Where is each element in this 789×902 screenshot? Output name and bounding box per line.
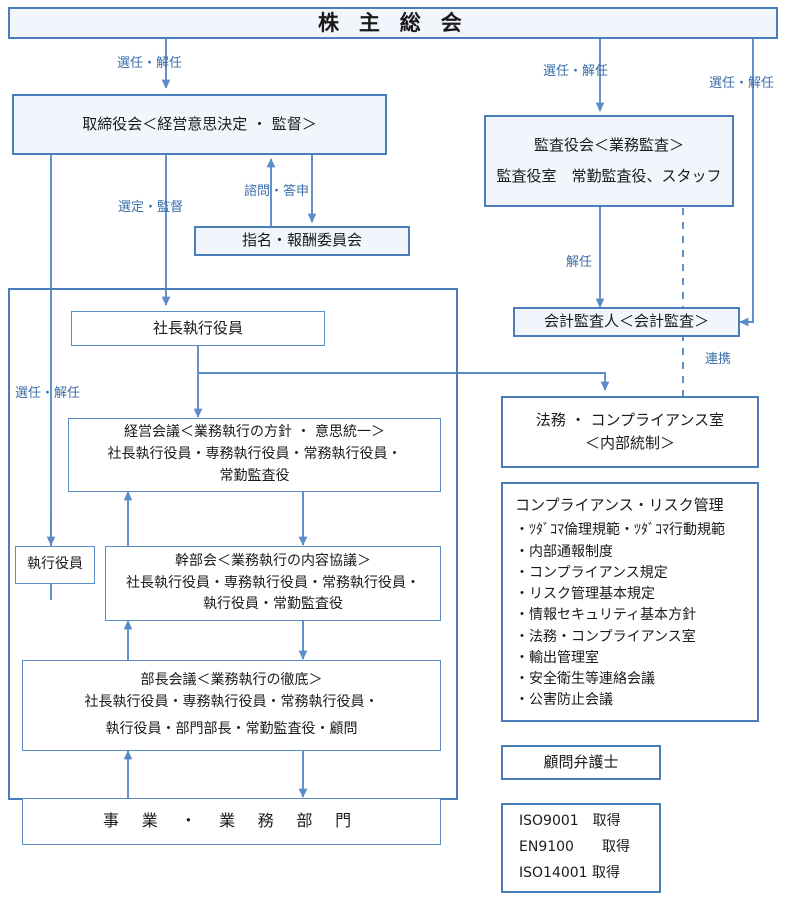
dept-meeting-line2: 社長執行役員・専務執行役員・常務執行役員・ [84,693,379,710]
box-accounting-auditor: 会計監査人＜会計監査＞ [513,307,740,337]
exec-meeting-line2: 社長執行役員・専務執行役員・常務執行役員・ [126,574,420,591]
audit-board-line2: 監査役室 常勤監査役、スタッフ [496,167,722,185]
list-item: ・ﾂﾀﾞｺﾏ倫理規範・ﾂﾀﾞｺﾏ行動規範 [515,522,725,539]
list-item: ・情報セキュリティ基本方針 [515,607,697,624]
list-item: ・内部通報制度 [515,543,613,560]
box-audit-and-supervisory-board: 監査役会＜業務監査＞ 監査役室 常勤監査役、スタッフ [484,115,734,207]
edge-label-appoint-dismiss-right: 選任・解任 [709,76,775,91]
list-item: ・輸出管理室 [515,649,599,666]
panel-compliance-risk-management: コンプライアンス・リスク管理 ・ﾂﾀﾞｺﾏ倫理規範・ﾂﾀﾞｺﾏ行動規範 ・内部通… [501,482,759,722]
list-item: ・リスク管理基本規定 [515,586,655,603]
compliance-panel-heading: コンプライアンス・リスク管理 [515,496,724,514]
nomination-committee-label: 指名・報酬委員会 [241,231,362,250]
box-executive-officer: 執行役員 [15,546,95,584]
dept-meeting-line1: 部長会議＜業務執行の徹底＞ [140,671,323,688]
box-board-of-directors: 取締役会＜経営意思決定 ・ 監督＞ [12,94,387,155]
box-nomination-committee: 指名・報酬委員会 [194,226,410,256]
mgmt-meeting-line3: 常勤監査役 [219,467,290,484]
list-item: ISO9001 取得 [519,813,621,830]
legal-compliance-line2: ＜内部統制＞ [584,434,675,452]
box-management-meeting: 経営会議＜業務執行の方針 ・ 意思統一＞ 社長執行役員・専務執行役員・常務執行役… [68,418,441,492]
list-item: EN9100 取得 [519,839,630,856]
box-president-executive-officer: 社長執行役員 [71,311,325,346]
list-item: ISO14001 取得 [519,864,621,881]
box-senior-executive-meeting: 幹部会＜業務執行の内容協議＞ 社長執行役員・専務執行役員・常務執行役員・ 執行役… [105,546,441,621]
mgmt-meeting-line1: 経営会議＜業務執行の方針 ・ 意思統一＞ [124,424,385,441]
edge-label-appoint-dismiss-mid: 選任・解任 [543,64,609,79]
edge-label-dismiss: 解任 [566,255,593,270]
list-item: ・コンプライアンス規定 [515,564,668,581]
box-advisory-lawyer: 顧問弁護士 [501,745,661,780]
exec-meeting-line3: 執行役員・常勤監査役 [203,596,343,613]
audit-board-line1: 監査役会＜業務監査＞ [533,135,684,154]
board-of-directors-label: 取締役会＜経営意思決定 ・ 監督＞ [82,114,317,133]
list-item: ・法務・コンプライアンス室 [515,628,696,645]
shareholders-meeting-label: 株 主 総 会 [317,10,469,35]
edge-label-appoint-dismiss-left: 選任・解任 [117,56,183,71]
list-item: ・安全衛生等連絡会議 [515,671,655,688]
box-legal-compliance-office: 法務 ・ コンプライアンス室 ＜内部統制＞ [501,396,759,468]
box-shareholders-meeting: 株 主 総 会 [8,7,778,39]
executive-officer-label: 執行役員 [27,556,83,573]
box-department-managers-meeting: 部長会議＜業務執行の徹底＞ 社長執行役員・専務執行役員・常務執行役員・ 執行役員… [22,660,441,751]
edge-label-select-supervise: 選定・監督 [118,200,184,215]
edge-label-appoint-dismiss-exec: 選任・解任 [15,386,81,401]
legal-compliance-line1: 法務 ・ コンプライアンス室 [535,410,725,429]
exec-meeting-line1: 幹部会＜業務執行の内容協議＞ [175,552,371,569]
edge-label-cooperation: 連携 [705,352,732,367]
mgmt-meeting-line2: 社長執行役員・専務執行役員・常務執行役員・ [107,446,402,463]
dept-meeting-line3: 執行役員・部門部長・常勤監査役・顧問 [105,721,358,738]
accounting-auditor-label: 会計監査人＜会計監査＞ [543,312,709,331]
box-business-divisions: 事 業 ・ 業 務 部 門 [22,798,441,845]
panel-iso-certifications: ISO9001 取得 EN9100 取得 ISO14001 取得 [501,803,661,893]
president-label: 社長執行役員 [152,318,243,337]
edge-label-consult-report: 諮問・答申 [244,184,310,199]
advisory-lawyer-label: 顧問弁護士 [543,752,619,771]
business-divisions-label: 事 業 ・ 業 務 部 門 [103,811,360,831]
list-item: ・公害防止会議 [515,692,613,709]
